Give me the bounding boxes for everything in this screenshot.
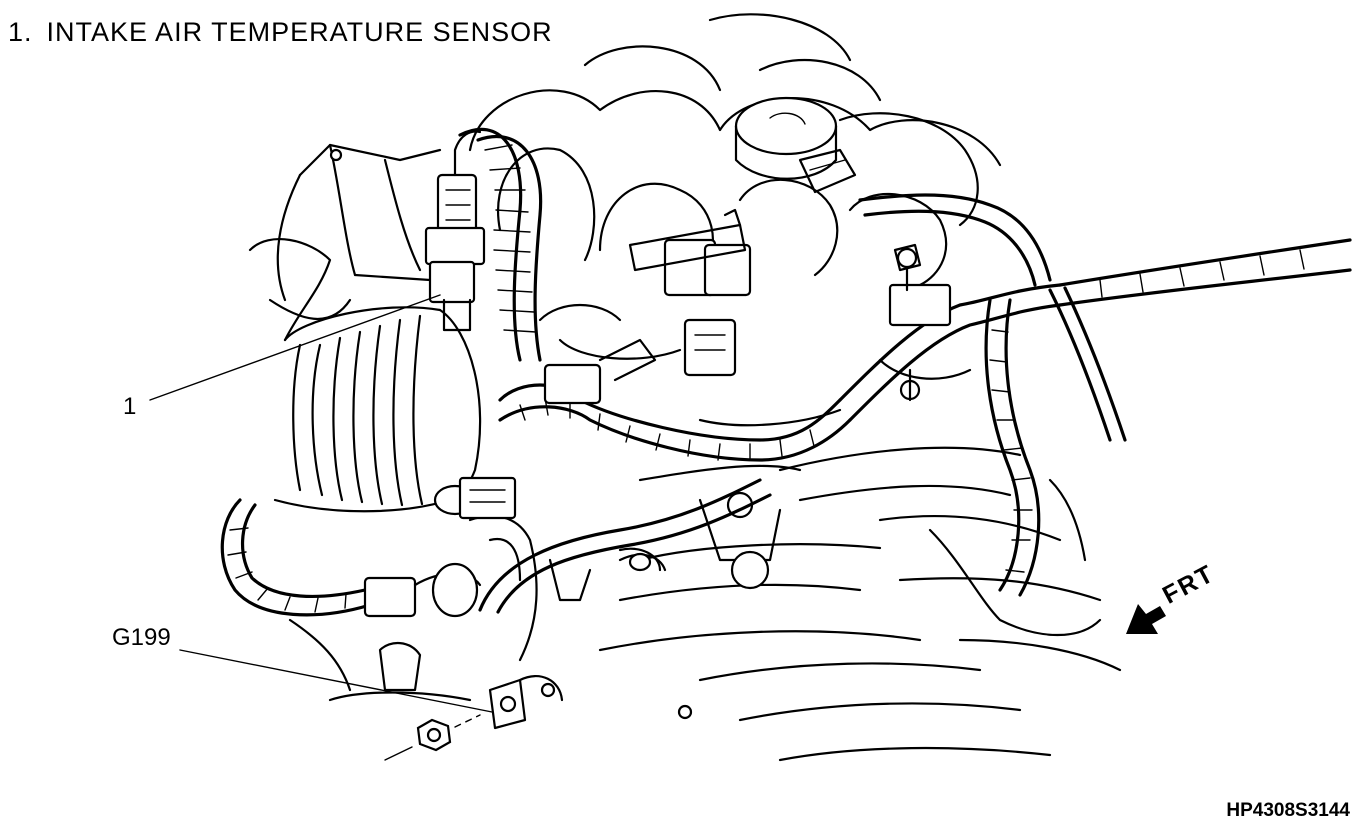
air-inlet-duct xyxy=(248,238,482,513)
frt-arrow xyxy=(1126,604,1166,634)
tube-lines xyxy=(478,478,772,614)
legend-text: INTAKE AIR TEMPERATURE SENSOR xyxy=(46,17,553,47)
leader-line-1 xyxy=(149,294,441,401)
g199-ground-assembly xyxy=(384,675,564,761)
lower-left-hoses xyxy=(220,476,538,702)
leader-lines xyxy=(149,294,493,713)
legend-number: 1. xyxy=(8,17,33,47)
leader-line-g199 xyxy=(179,649,493,713)
intake-manifold xyxy=(468,13,1002,427)
engine-lower xyxy=(598,446,1122,762)
round-cap xyxy=(734,96,857,194)
callout-sensor-label: 1 xyxy=(123,393,137,420)
wiring-harness xyxy=(458,127,1352,597)
connectors-mid xyxy=(543,208,952,405)
left-housing xyxy=(276,143,442,302)
legend-item: 1. INTAKE AIR TEMPERATURE SENSOR xyxy=(8,17,553,48)
callout-ground-label: G199 xyxy=(112,624,171,651)
iat-sensor-assembly xyxy=(424,130,486,332)
figure-code: HP4308S3144 xyxy=(1226,800,1350,821)
